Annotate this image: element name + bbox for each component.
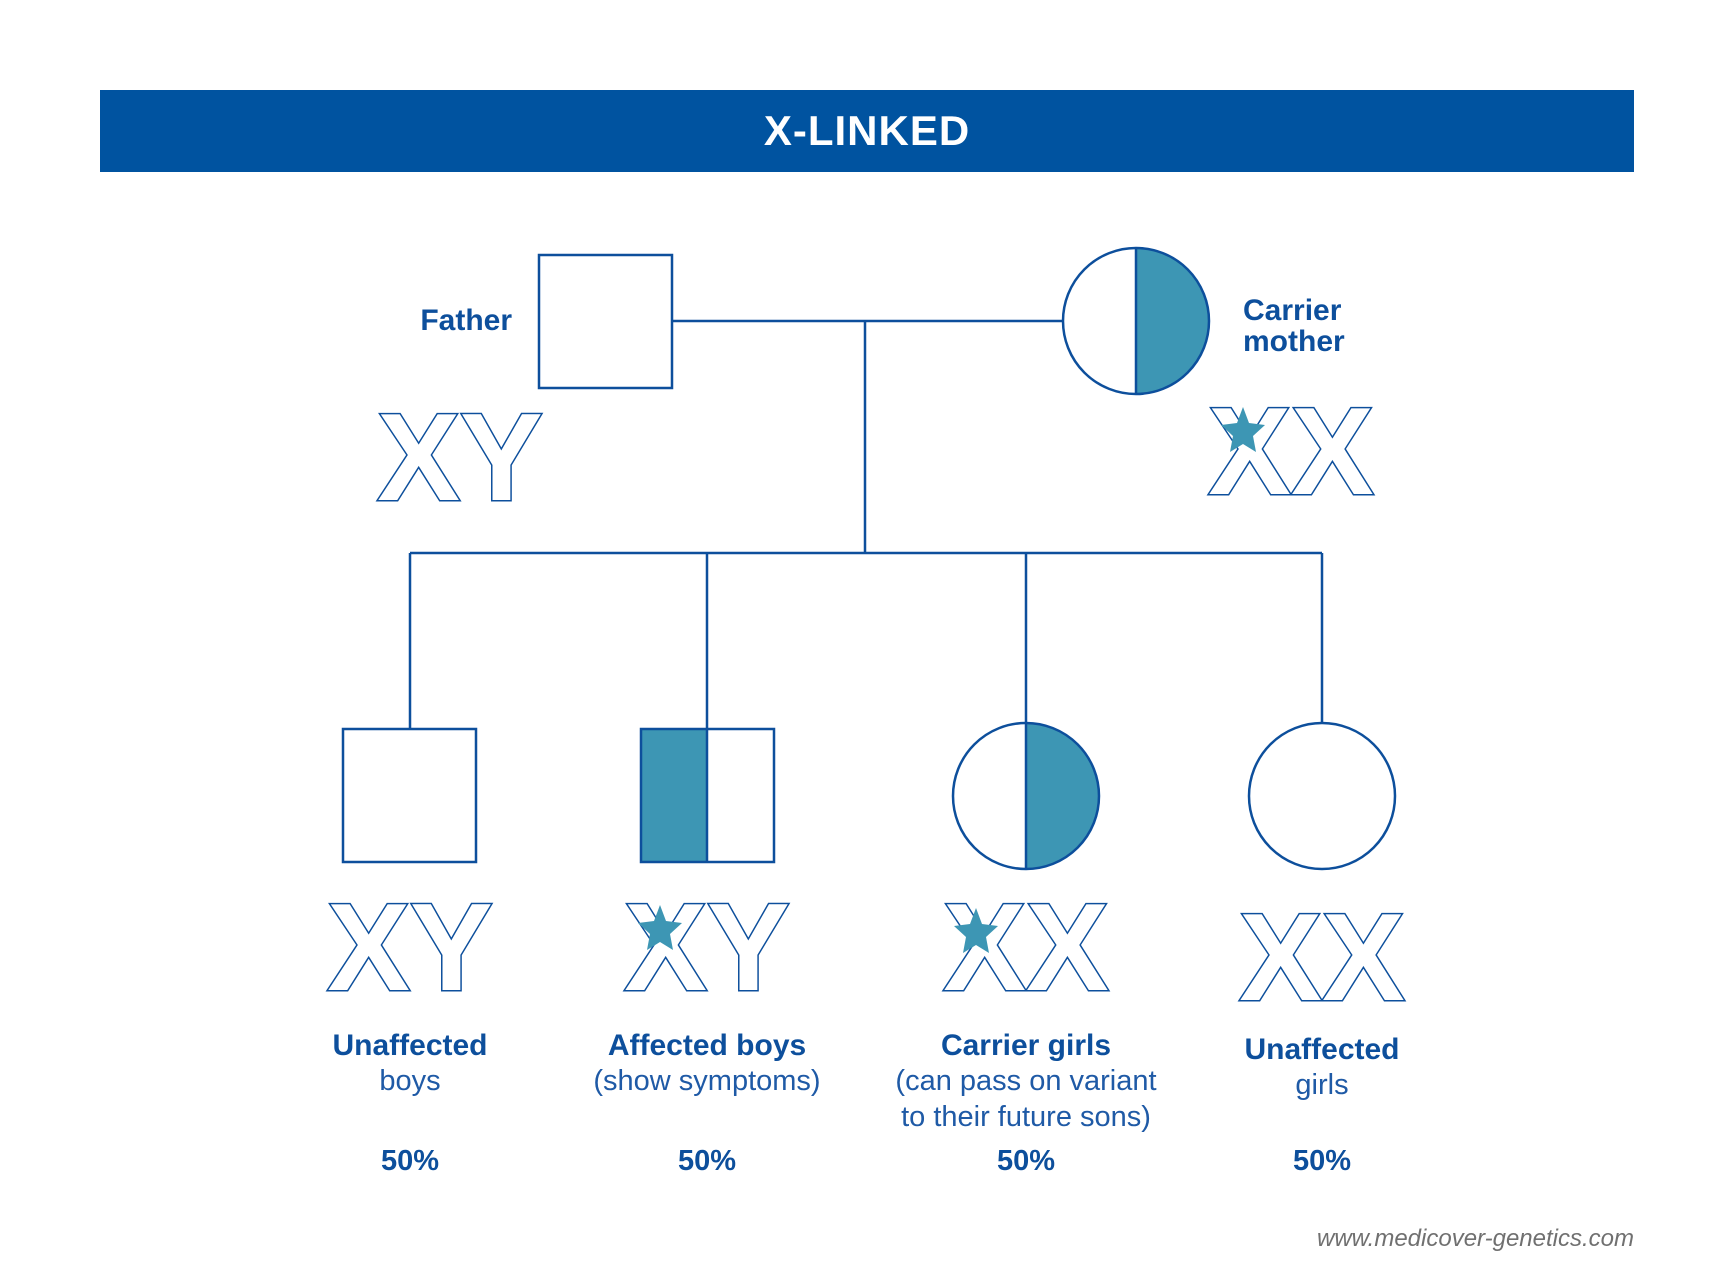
- child-2-chromosomes: XY: [624, 879, 789, 1017]
- child-3-sublabel-line1: (can pass on variant: [895, 1065, 1156, 1097]
- child-2-label: Affected boys: [608, 1029, 806, 1062]
- footer-url: www.medicover-genetics.com: [1316, 1225, 1634, 1252]
- child-2-sublabel: (show symptoms): [593, 1065, 820, 1097]
- father-label: Father: [420, 304, 512, 337]
- mother-affected-half: [1136, 248, 1209, 394]
- pedigree-lines: [408, 319, 1324, 729]
- child-2-percent: 50%: [678, 1145, 736, 1177]
- mother-label-line2: mother: [1243, 325, 1345, 358]
- child-4-percent: 50%: [1293, 1145, 1351, 1177]
- child-2-variant-star-icon: [638, 905, 682, 950]
- mother-label-line1: Carrier: [1243, 294, 1342, 327]
- child-4-chromosomes: XX: [1239, 889, 1404, 1027]
- father-chromosomes: XY: [377, 389, 542, 527]
- child-3-affected-half: [1025, 723, 1099, 869]
- child-4-label: Unaffected: [1244, 1033, 1399, 1066]
- child-1-label: Unaffected: [332, 1029, 487, 1062]
- child-3-label: Carrier girls: [941, 1029, 1111, 1062]
- child-1-square: [341, 727, 478, 864]
- father-square: [537, 253, 674, 390]
- mother-chromosomes: XX: [1208, 383, 1373, 521]
- header-bar: X-LINKED: [100, 90, 1634, 172]
- child-2-affected-half: [641, 729, 707, 862]
- mother-variant-star-icon: [1221, 407, 1265, 452]
- child-3-variant-star-icon: [954, 908, 998, 953]
- page-title: X-LINKED: [763, 107, 971, 154]
- child-1-chromosomes: XY: [327, 879, 492, 1017]
- child-4-sublabel: girls: [1295, 1069, 1348, 1101]
- child-3-percent: 50%: [997, 1145, 1055, 1177]
- child-1-percent: 50%: [381, 1145, 439, 1177]
- child-1-sublabel: boys: [379, 1065, 440, 1097]
- child-4-circle: [1247, 721, 1397, 871]
- child-3-sublabel-line2: to their future sons): [901, 1101, 1151, 1133]
